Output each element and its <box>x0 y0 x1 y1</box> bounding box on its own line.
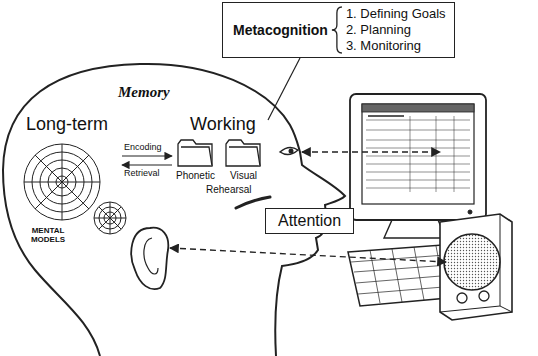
leader-line <box>268 58 300 120</box>
model-label: MENTAL MODELS <box>26 226 70 244</box>
node-title: Attention <box>278 212 341 230</box>
metacognition-box: Metacognition 1. Defining Goals2. Plannin… <box>222 2 455 58</box>
ear-attention-arrow <box>170 248 446 262</box>
process-label: Retrieval <box>124 168 160 178</box>
speaker <box>440 214 512 320</box>
monitor <box>350 94 486 238</box>
encoding-arrow <box>122 155 172 156</box>
rehearsal-mark <box>236 197 270 208</box>
pupil <box>289 149 294 154</box>
eye <box>280 147 298 154</box>
region-label: Long-term <box>26 114 108 135</box>
list-item: 3. Monitoring <box>346 38 446 54</box>
ear <box>131 228 168 289</box>
mental-model-web-small <box>94 202 126 234</box>
list-item: 1. Defining Goals <box>346 6 446 22</box>
ear-inner <box>144 238 158 274</box>
retrieval-arrow <box>122 164 172 165</box>
node-title: Metacognition <box>233 22 328 38</box>
folder-icon <box>178 140 260 166</box>
node-list: 1. Defining Goals2. Planning3. Monitorin… <box>346 6 446 54</box>
folder-label: Phonetic <box>176 170 215 182</box>
folder-label: Visual <box>230 170 257 182</box>
process-label: Encoding <box>124 142 162 152</box>
list-item: 2. Planning <box>346 22 446 38</box>
memory-title: Memory <box>118 84 170 101</box>
mental-model-web <box>24 144 100 220</box>
attention-box: Attention <box>265 208 354 234</box>
eye-attention-arrow <box>302 151 440 152</box>
brace <box>332 7 342 53</box>
process-label: Rehearsal <box>206 184 252 196</box>
region-label: Working <box>190 114 256 135</box>
